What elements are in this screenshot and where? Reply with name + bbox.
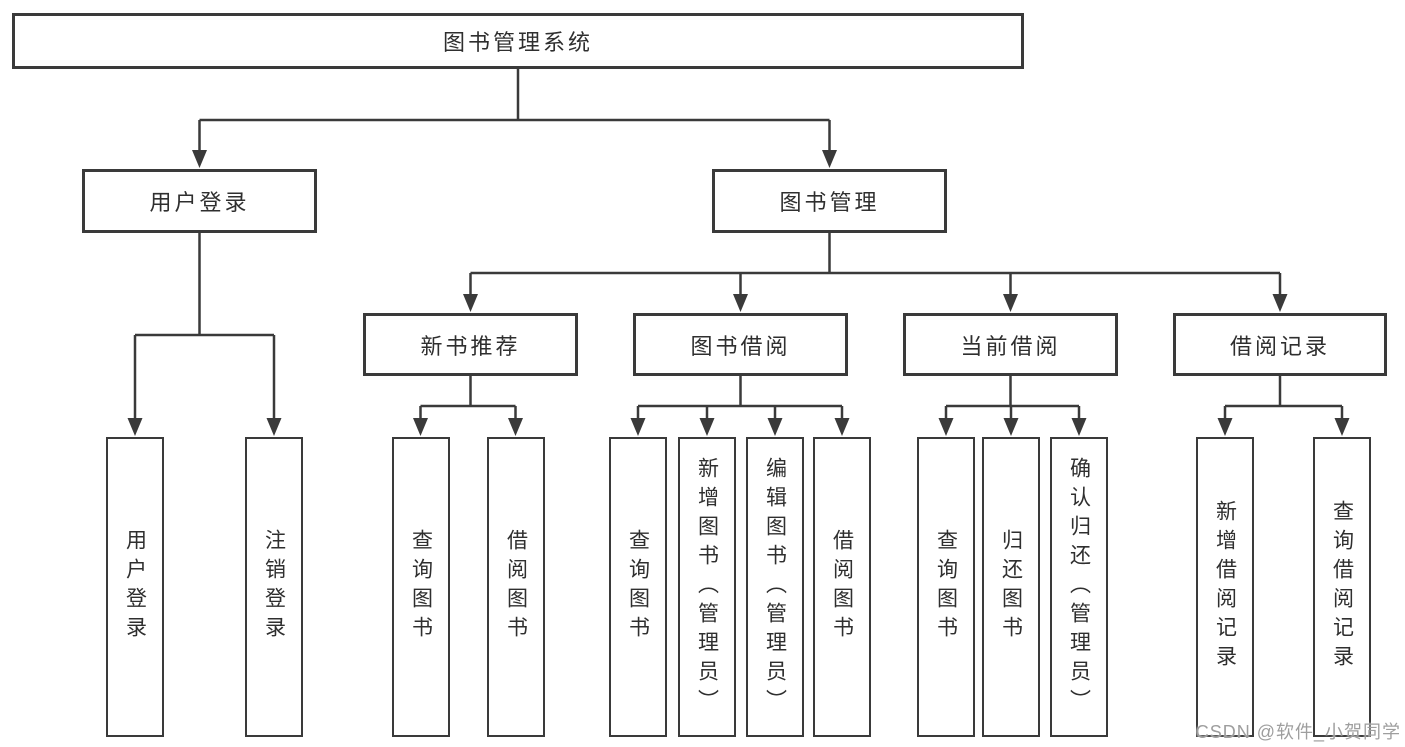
- connector-root-to-level2: [198, 69, 831, 152]
- arrowhead: [266, 418, 282, 436]
- connector-book-management-to-level3: [469, 233, 1282, 296]
- arrowhead: [834, 418, 850, 436]
- arrowhead: [1217, 418, 1233, 436]
- leaf-borrow-books-recommend: 借阅图书: [487, 437, 545, 737]
- arrowhead: [699, 418, 715, 436]
- node-borrowing-records: 借阅记录: [1173, 313, 1387, 376]
- connector-borrowing-records-to-leaves: [1223, 376, 1344, 420]
- leaf-logout: 注销登录: [245, 437, 303, 737]
- watermark: CSDN @软件_小贺同学: [1195, 722, 1401, 742]
- leaf-query-books-recommend: 查询图书: [392, 437, 450, 737]
- arrowhead: [1071, 418, 1087, 436]
- leaf-query-books-current: 查询图书: [917, 437, 975, 737]
- leaf-confirm-return-admin: 确认归还（管理员）: [1050, 437, 1108, 737]
- leaf-query-books-borrowing: 查询图书: [609, 437, 667, 737]
- leaf-edit-book-admin: 编辑图书（管理员）: [746, 437, 804, 737]
- arrowhead: [733, 294, 748, 312]
- arrowhead: [463, 294, 478, 312]
- node-current-borrowing: 当前借阅: [903, 313, 1118, 376]
- connector-new-book-to-leaves: [419, 376, 517, 420]
- leaf-add-borrow-record: 新增借阅记录: [1196, 437, 1254, 737]
- arrowhead: [1334, 418, 1350, 436]
- leaf-query-borrow-record: 查询借阅记录: [1313, 437, 1371, 737]
- arrowhead: [413, 418, 428, 436]
- arrowhead: [630, 418, 646, 436]
- arrowhead: [1272, 294, 1288, 312]
- node-user-login: 用户登录: [82, 169, 317, 233]
- arrowhead: [127, 418, 143, 436]
- arrowhead: [1003, 418, 1019, 436]
- arrowhead: [192, 150, 207, 168]
- connector-book-borrowing-to-leaves: [636, 376, 844, 420]
- node-root: 图书管理系统: [12, 13, 1024, 69]
- arrowheads: [127, 150, 1350, 436]
- arrowhead: [1003, 294, 1018, 312]
- arrowhead: [938, 418, 954, 436]
- arrowhead: [767, 418, 783, 436]
- node-new-book-recommendation: 新书推荐: [363, 313, 578, 376]
- leaf-add-book-admin: 新增图书（管理员）: [678, 437, 736, 737]
- arrowhead: [822, 150, 837, 168]
- node-book-borrowing: 图书借阅: [633, 313, 848, 376]
- leaf-return-books: 归还图书: [982, 437, 1040, 737]
- connector-user-login-to-leaves: [133, 233, 276, 420]
- arrowhead: [508, 418, 523, 436]
- node-book-management: 图书管理: [712, 169, 947, 233]
- leaf-user-login: 用户登录: [106, 437, 164, 737]
- connector-current-borrowing-to-leaves: [944, 376, 1081, 420]
- leaf-borrow-books: 借阅图书: [813, 437, 871, 737]
